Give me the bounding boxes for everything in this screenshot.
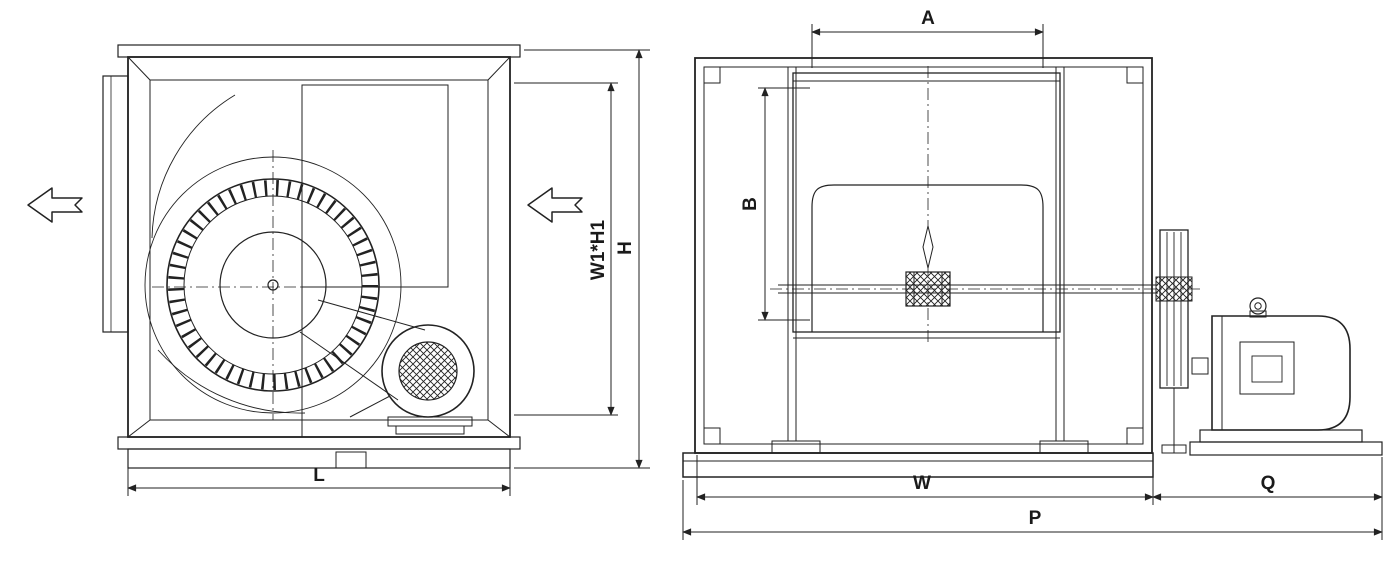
inlet-flange bbox=[102, 75, 129, 333]
housing-stand bbox=[771, 67, 1089, 454]
impeller-blade-ring bbox=[168, 180, 378, 390]
shaft-pointer bbox=[922, 225, 934, 269]
cabinet-outline bbox=[117, 44, 521, 469]
dim-label-H: H bbox=[615, 241, 636, 255]
left-view-dimensions: L H W1*H1 bbox=[127, 49, 650, 496]
shaft-hub bbox=[905, 271, 951, 307]
motor-side bbox=[1189, 297, 1383, 456]
dim-label-P: P bbox=[1029, 508, 1042, 529]
impeller-wheel bbox=[152, 150, 448, 420]
dim-label-A: A bbox=[921, 8, 935, 29]
right-view-dimensions: A B W Q P bbox=[682, 8, 1383, 540]
dim-label-B: B bbox=[740, 197, 761, 211]
base-channel bbox=[682, 452, 1154, 478]
fan-shaft bbox=[770, 271, 1200, 307]
fan-housing-side bbox=[792, 66, 1061, 345]
airflow-arrow-left-icon bbox=[27, 187, 83, 223]
lifting-eyebolt-icon bbox=[1249, 297, 1267, 315]
motor-front bbox=[381, 324, 475, 435]
dim-label-L: L bbox=[313, 465, 325, 486]
right-view-fan-cabinet bbox=[682, 57, 1383, 478]
belt-pulley bbox=[1155, 229, 1193, 454]
airflow-arrow-right-icon bbox=[527, 187, 583, 223]
belt-drive bbox=[299, 299, 426, 418]
dim-label-Q: Q bbox=[1261, 473, 1276, 494]
airflow-arrows bbox=[27, 187, 583, 223]
dim-label-W1H1: W1*H1 bbox=[588, 219, 609, 280]
left-view-fan-cabinet bbox=[102, 44, 521, 469]
side-frame bbox=[694, 57, 1153, 454]
dim-label-W: W bbox=[913, 473, 931, 494]
